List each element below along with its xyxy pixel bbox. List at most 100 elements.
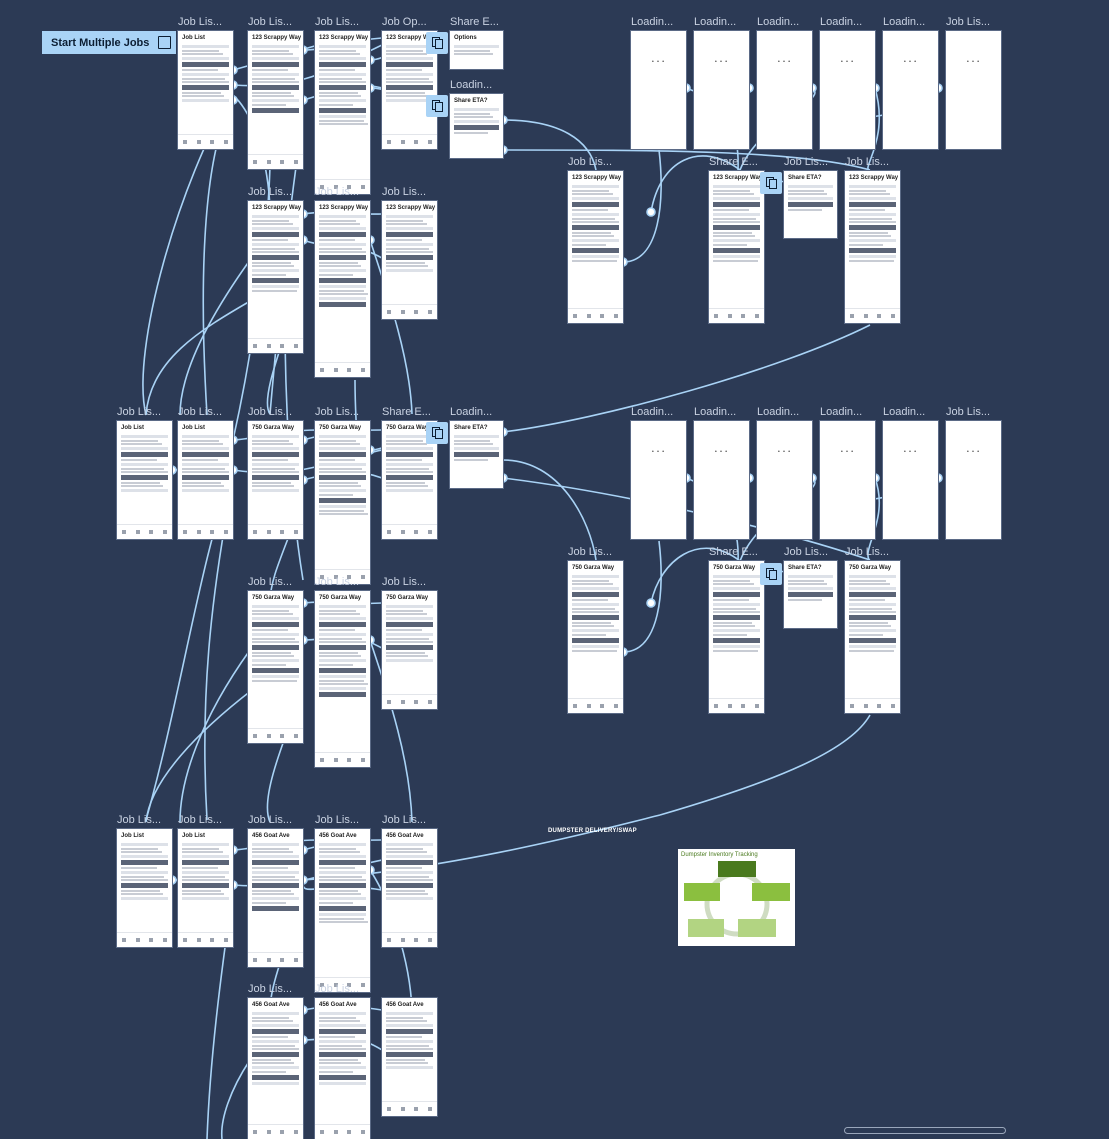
prototype-link-icon[interactable]	[426, 422, 448, 444]
bottom-nav[interactable]	[315, 179, 370, 194]
bottom-nav[interactable]	[178, 524, 233, 539]
bottom-nav[interactable]	[568, 308, 623, 323]
frame-label[interactable]: Job Lis...	[248, 814, 293, 826]
job-options-frame[interactable]: Options	[450, 31, 503, 69]
bottom-nav[interactable]	[709, 698, 764, 713]
frame-label[interactable]: Job Lis...	[315, 983, 360, 995]
frame-label[interactable]: Loadin...	[450, 79, 493, 91]
frame-label[interactable]: Loadin...	[757, 16, 800, 28]
loading-frame[interactable]: • • •	[820, 31, 875, 149]
frame-label[interactable]: Loadin...	[694, 406, 737, 418]
frame-label[interactable]: Loadin...	[631, 16, 674, 28]
frame-label[interactable]: Job Op...	[382, 16, 427, 28]
bottom-nav[interactable]	[248, 154, 303, 169]
job-screen-frame[interactable]: Job List	[117, 421, 172, 539]
frame-label[interactable]: Share E...	[709, 156, 758, 168]
job-screen-frame[interactable]: 456 Goat Ave	[315, 998, 370, 1139]
bottom-nav[interactable]	[248, 338, 303, 353]
job-screen-frame[interactable]: 750 Garza Way	[315, 421, 370, 584]
frame-label[interactable]: Job Lis...	[248, 186, 293, 198]
job-screen-frame[interactable]: 750 Garza Way	[315, 591, 370, 767]
job-screen-frame[interactable]: 456 Goat Ave	[382, 998, 437, 1116]
share-eta-frame[interactable]: Share ETA?	[784, 561, 837, 628]
job-screen-frame[interactable]: 123 Scrappy Way	[315, 31, 370, 194]
bottom-nav[interactable]	[382, 304, 437, 319]
frame-label[interactable]: Job Lis...	[248, 576, 293, 588]
frame-label[interactable]: Loadin...	[757, 406, 800, 418]
loading-frame[interactable]: • • •	[757, 421, 812, 539]
loading-frame[interactable]: • • •	[946, 31, 1001, 149]
frame-label[interactable]: Loadin...	[820, 406, 863, 418]
bottom-nav[interactable]	[248, 728, 303, 743]
bottom-nav[interactable]	[315, 1124, 370, 1139]
job-screen-frame[interactable]: 750 Garza Way	[248, 591, 303, 743]
bottom-nav[interactable]	[709, 308, 764, 323]
frame-label[interactable]: Job Lis...	[315, 406, 360, 418]
job-screen-frame[interactable]: 750 Garza Way	[568, 561, 623, 713]
job-screen-frame[interactable]: 123 Scrappy Way	[248, 201, 303, 353]
frame-label[interactable]: Job Lis...	[784, 156, 829, 168]
frame-label[interactable]: Job Lis...	[784, 546, 829, 558]
frame-label[interactable]: Loadin...	[694, 16, 737, 28]
bottom-nav[interactable]	[248, 952, 303, 967]
loading-frame[interactable]: • • •	[946, 421, 1001, 539]
prototype-link-icon[interactable]	[426, 32, 448, 54]
job-screen-frame[interactable]: Job List	[117, 829, 172, 947]
frame-label[interactable]: Job Lis...	[946, 16, 991, 28]
loading-frame[interactable]: • • •	[820, 421, 875, 539]
frame-label[interactable]: Share E...	[382, 406, 431, 418]
loading-frame[interactable]: • • •	[694, 421, 749, 539]
frame-label[interactable]: Job Lis...	[946, 406, 991, 418]
bottom-nav[interactable]	[845, 308, 900, 323]
job-screen-frame[interactable]: 123 Scrappy Way	[248, 31, 303, 169]
bottom-nav[interactable]	[382, 524, 437, 539]
share-eta-frame[interactable]: Share ETA?	[450, 421, 503, 488]
start-multiple-jobs-button[interactable]: Start Multiple Jobs	[42, 31, 176, 54]
frame-label[interactable]: Job Lis...	[315, 16, 360, 28]
loading-frame[interactable]: • • •	[883, 421, 938, 539]
job-screen-frame[interactable]: Job List	[178, 421, 233, 539]
frame-label[interactable]: Job Lis...	[178, 16, 223, 28]
job-screen-frame[interactable]: 456 Goat Ave	[248, 829, 303, 967]
frame-label[interactable]: Job Lis...	[382, 186, 427, 198]
frame-label[interactable]: Job Lis...	[248, 16, 293, 28]
job-screen-frame[interactable]: 123 Scrappy Way	[845, 171, 900, 323]
job-screen-frame[interactable]: 123 Scrappy Way	[382, 201, 437, 319]
horizontal-scrollbar[interactable]	[844, 1127, 1006, 1134]
job-screen-frame[interactable]: 750 Garza Way	[709, 561, 764, 713]
frame-label[interactable]: Loadin...	[883, 16, 926, 28]
bottom-nav[interactable]	[117, 524, 172, 539]
bottom-nav[interactable]	[382, 1101, 437, 1116]
frame-label[interactable]: Loadin...	[820, 16, 863, 28]
bottom-nav[interactable]	[845, 698, 900, 713]
frame-label[interactable]: Job Lis...	[382, 576, 427, 588]
job-screen-frame[interactable]: 456 Goat Ave	[248, 998, 303, 1139]
bottom-nav[interactable]	[178, 932, 233, 947]
frame-label[interactable]: Job Lis...	[248, 983, 293, 995]
job-screen-frame[interactable]: 750 Garza Way	[248, 421, 303, 539]
job-screen-frame[interactable]: 456 Goat Ave	[382, 829, 437, 947]
frame-label[interactable]: Loadin...	[883, 406, 926, 418]
bottom-nav[interactable]	[178, 134, 233, 149]
job-screen-frame[interactable]: Job List	[178, 31, 233, 149]
frame-label[interactable]: Job Lis...	[568, 156, 613, 168]
bottom-nav[interactable]	[117, 932, 172, 947]
frame-label[interactable]: Share E...	[450, 16, 499, 28]
prototype-link-icon[interactable]	[760, 172, 782, 194]
frame-label[interactable]: Job Lis...	[845, 156, 890, 168]
bottom-nav[interactable]	[382, 932, 437, 947]
job-screen-frame[interactable]: 750 Garza Way	[845, 561, 900, 713]
job-screen-frame[interactable]: Job List	[178, 829, 233, 947]
frame-label[interactable]: Job Lis...	[178, 814, 223, 826]
job-screen-frame[interactable]: 123 Scrappy Way	[568, 171, 623, 323]
loading-frame[interactable]: • • •	[631, 31, 686, 149]
frame-label[interactable]: Job Lis...	[315, 814, 360, 826]
job-screen-frame[interactable]: 123 Scrappy Way	[382, 31, 437, 149]
connector-node[interactable]	[646, 598, 656, 608]
frame-label[interactable]: Job Lis...	[178, 406, 223, 418]
prototype-link-icon[interactable]	[760, 563, 782, 585]
frame-label[interactable]: Loadin...	[450, 406, 493, 418]
bottom-nav[interactable]	[315, 362, 370, 377]
loading-frame[interactable]: • • •	[757, 31, 812, 149]
loading-frame[interactable]: • • •	[883, 31, 938, 149]
